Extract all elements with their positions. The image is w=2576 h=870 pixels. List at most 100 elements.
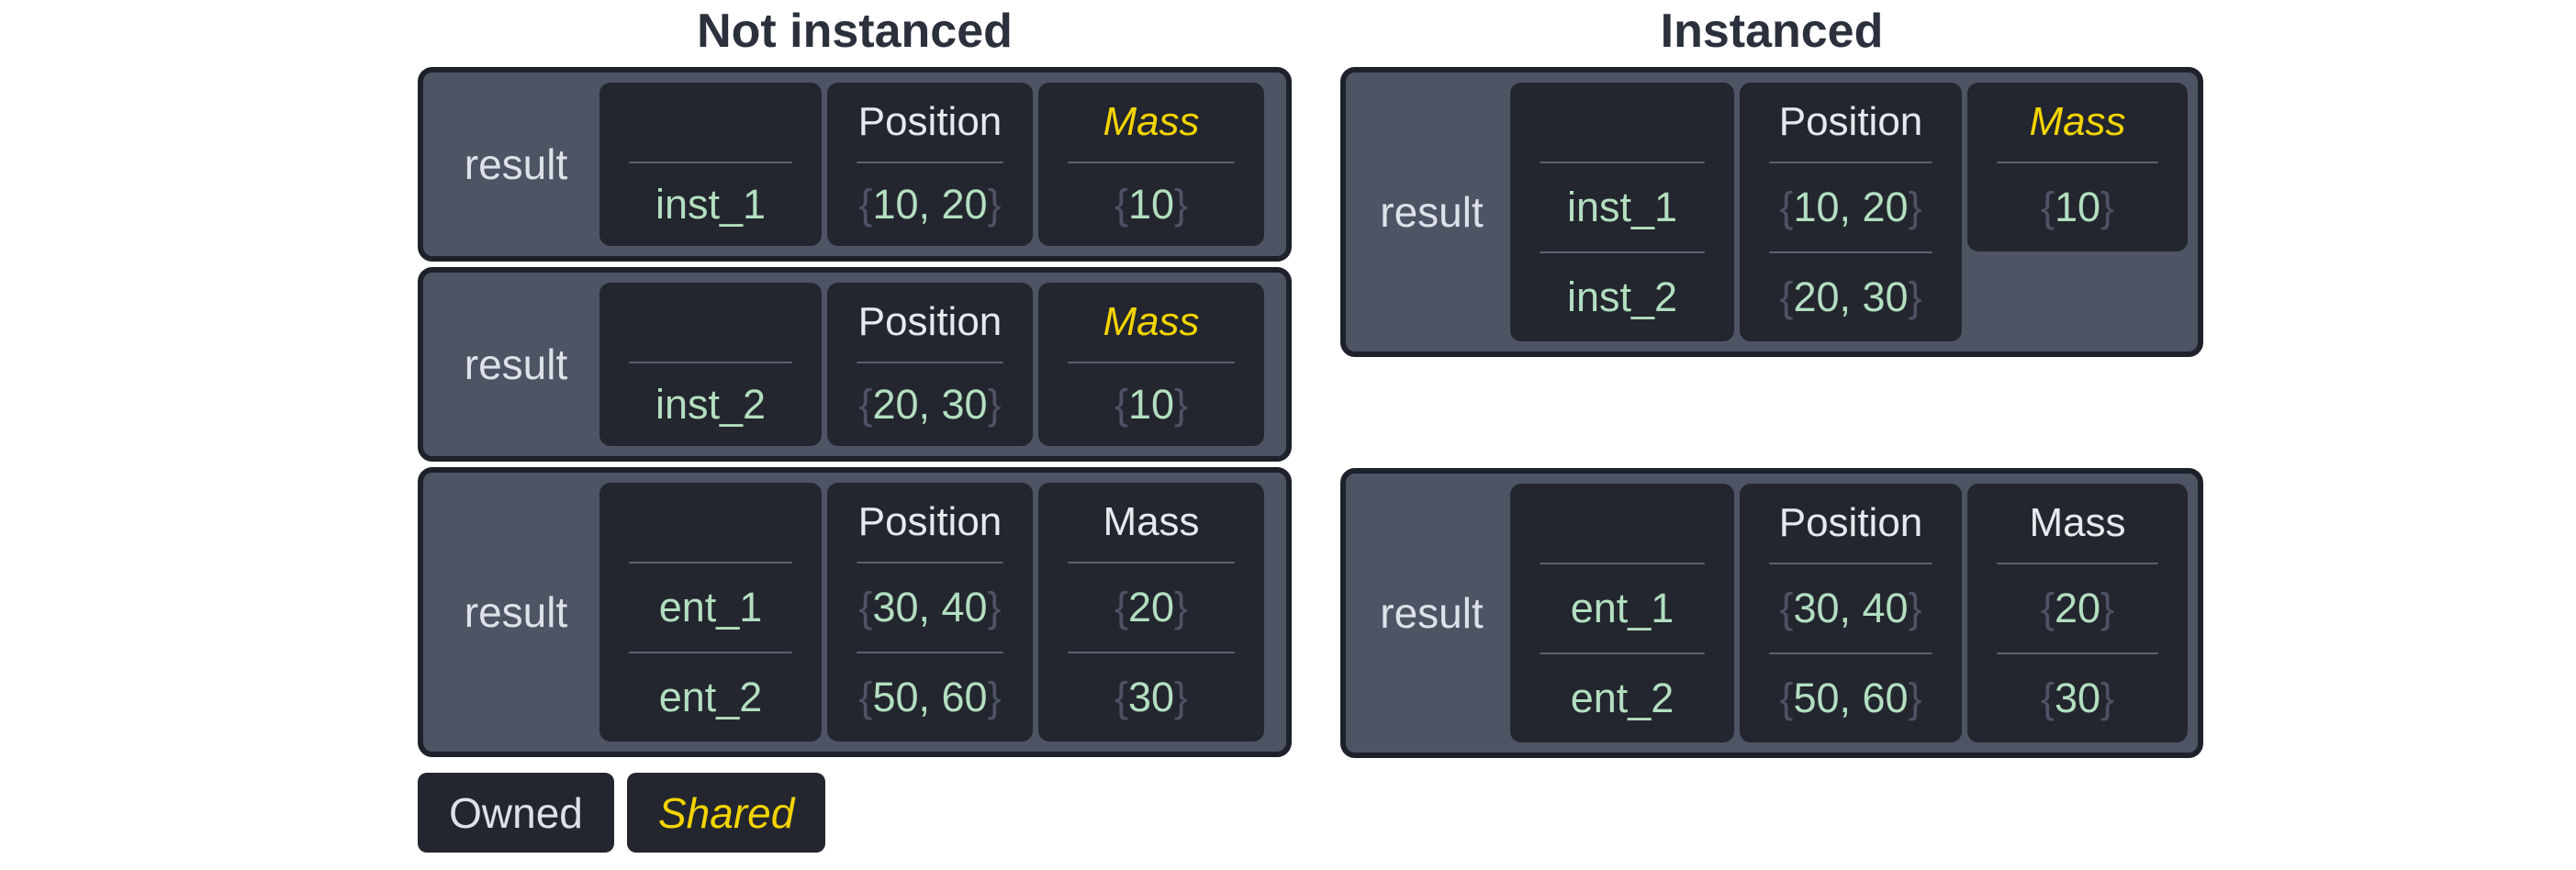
component-cells: inst_2 Position {20, 30} Mass {10} — [599, 283, 1264, 446]
entity-name: inst_1 — [1566, 184, 1678, 230]
entity-cell: inst_1 inst_2 — [1510, 83, 1734, 341]
row-divider — [629, 652, 792, 653]
value-text: 10 — [1127, 381, 1175, 428]
mass-header: Mass — [1103, 499, 1200, 544]
row-divider — [1769, 162, 1932, 163]
row-divider — [857, 562, 1003, 563]
row-divider — [1068, 562, 1235, 563]
close-brace: } — [987, 181, 1002, 228]
query-table-instanced-2: result ent_1 ent_2 Position {30, 40} {50… — [1340, 468, 2203, 758]
row-divider — [629, 562, 792, 563]
entity-header — [622, 283, 800, 362]
legend: Owned Shared — [418, 773, 826, 853]
result-label: result — [1380, 188, 1484, 236]
component-cells: inst_1 Position {10, 20} Mass {10} — [599, 83, 1264, 246]
entity-cell: ent_1 ent_2 — [599, 483, 822, 742]
open-brace: { — [1114, 181, 1128, 228]
close-brace: } — [1174, 584, 1189, 630]
close-brace: } — [987, 381, 1002, 428]
mass-value: {10} — [1060, 363, 1242, 446]
entity-cell: inst_2 — [599, 283, 822, 446]
mass-value: {10} — [1060, 163, 1242, 246]
entity-name: inst_1 — [655, 181, 767, 228]
mass-cell: Mass {20} {30} — [1967, 484, 2188, 742]
mass-value: {30} — [1060, 653, 1242, 742]
open-brace: { — [1114, 674, 1128, 720]
mass-cell: Mass {20} {30} — [1038, 483, 1264, 742]
entity-name: ent_2 — [1570, 675, 1674, 721]
row-divider — [1997, 652, 2158, 654]
position-cell: Position {10, 20} — [827, 83, 1033, 246]
open-brace: { — [1114, 381, 1128, 428]
entity-header — [622, 83, 800, 162]
query-table-not-instanced-2: result inst_2 Position {20, 30} Mass {10… — [418, 267, 1292, 462]
entity-cell: ent_1 ent_2 — [1510, 484, 1734, 742]
position-value: {50, 60} — [1762, 654, 1940, 742]
position-header: Position — [1778, 500, 1923, 545]
value-text: 10, 20 — [1793, 184, 1909, 230]
row-divider — [1769, 652, 1932, 654]
value-text: 20, 30 — [872, 381, 988, 428]
entity-header — [1532, 83, 1712, 162]
row-divider — [1068, 362, 1235, 363]
open-brace: { — [1114, 584, 1128, 630]
value-text: 20 — [2054, 585, 2101, 631]
mass-value: {10} — [1989, 163, 2166, 251]
position-value: {10, 20} — [1762, 163, 1940, 251]
open-brace: { — [858, 674, 873, 720]
mass-cell: Mass {10} — [1038, 283, 1264, 446]
mass-cell: Mass {10} — [1038, 83, 1264, 246]
query-table-not-instanced-3: result ent_1 ent_2 Position {30, 40} {50… — [418, 467, 1292, 757]
mass-value: {20} — [1989, 564, 2166, 652]
entity-header — [622, 483, 800, 562]
close-brace: } — [1908, 184, 1922, 230]
row-divider — [1068, 162, 1235, 163]
mass-cell-shared-single: Mass {10} — [1967, 83, 2188, 251]
not-instanced-title: Not instanced — [697, 5, 1013, 58]
open-brace: { — [858, 381, 873, 428]
position-value: {10, 20} — [849, 163, 1011, 246]
entity-name: inst_2 — [1566, 273, 1678, 320]
position-value: {20, 30} — [1762, 253, 1940, 341]
open-brace: { — [858, 584, 873, 630]
position-value: {30, 40} — [1762, 564, 1940, 652]
row-divider — [1997, 162, 2158, 163]
value-text: 10 — [2054, 184, 2101, 230]
entity-name: ent_1 — [658, 584, 763, 630]
close-brace: } — [2100, 184, 2115, 230]
position-cell: Position {30, 40} {50, 60} — [1740, 484, 1962, 742]
entity-name: ent_1 — [1570, 585, 1674, 631]
row-divider — [1540, 162, 1705, 163]
position-cell: Position {10, 20} {20, 30} — [1740, 83, 1962, 341]
position-header: Position — [857, 499, 1002, 544]
result-label: result — [1380, 589, 1484, 637]
component-cells: ent_1 ent_2 Position {30, 40} {50, 60} M… — [1510, 484, 2188, 742]
value-text: 50, 60 — [1793, 675, 1909, 721]
entity-cell: inst_1 — [599, 83, 822, 246]
position-value: {30, 40} — [849, 563, 1011, 652]
row-divider — [1540, 652, 1705, 654]
legend-owned: Owned — [418, 773, 614, 853]
row-divider — [1540, 251, 1705, 253]
close-brace: } — [1908, 273, 1922, 320]
component-cells: inst_1 inst_2 Position {10, 20} {20, 30}… — [1510, 83, 2188, 341]
open-brace: { — [858, 181, 873, 228]
close-brace: } — [1908, 585, 1922, 631]
legend-shared: Shared — [627, 773, 826, 853]
row-divider — [857, 162, 1003, 163]
result-label: result — [464, 588, 568, 636]
open-brace: { — [1779, 273, 1794, 320]
open-brace: { — [1779, 184, 1794, 230]
row-divider — [629, 362, 792, 363]
row-divider — [1997, 563, 2158, 564]
mass-value: {20} — [1060, 563, 1242, 652]
row-divider — [1068, 652, 1235, 653]
value-text: 10, 20 — [872, 181, 988, 228]
instanced-title: Instanced — [1660, 5, 1884, 58]
position-value: {50, 60} — [849, 653, 1011, 742]
value-text: 30 — [2054, 675, 2101, 721]
mass-header: Mass — [2029, 500, 2126, 545]
mass-header: Mass — [1103, 299, 1200, 344]
mass-header: Mass — [1103, 99, 1200, 144]
